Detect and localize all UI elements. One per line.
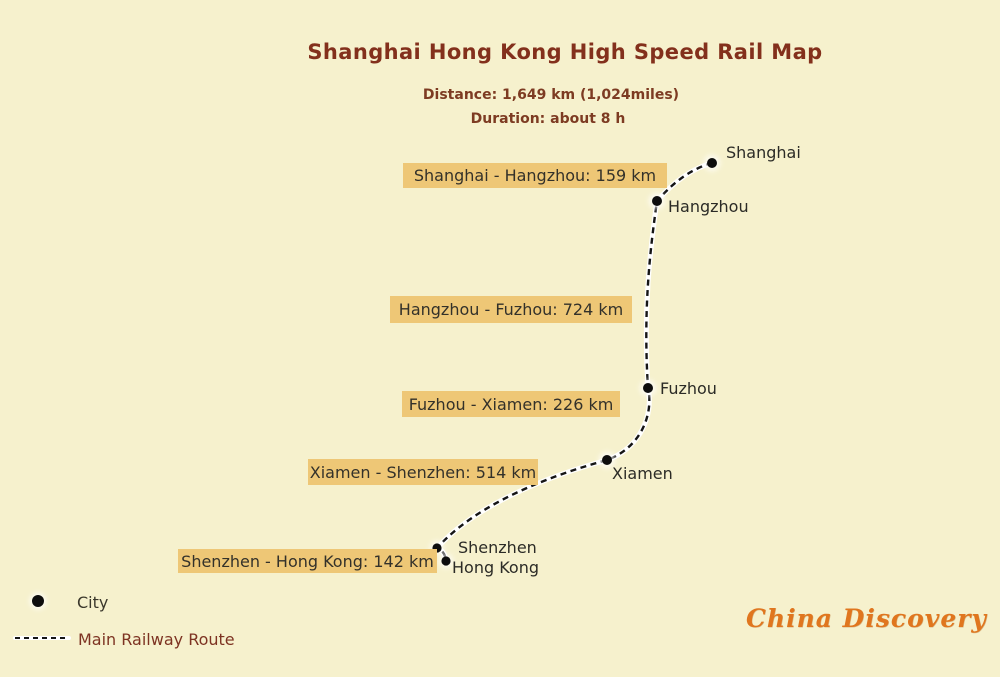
city-label-hongkong: Hong Kong — [452, 558, 539, 577]
segment-label-fuzhou-xiamen: Fuzhou - Xiamen: 226 km — [402, 391, 620, 417]
city-label-shenzhen: Shenzhen — [458, 538, 537, 557]
segment-label-shenzhen-hongkong: Shenzhen - Hong Kong: 142 km — [178, 549, 437, 573]
city-marker-fuzhou — [643, 383, 653, 393]
duration-summary: Duration: about 8 h — [470, 111, 626, 127]
city-marker-xiamen — [602, 455, 612, 465]
brand-logo: China Discovery — [746, 604, 987, 633]
railway-route-casing — [432, 160, 715, 564]
segment-label-hangzhou-fuzhou: Hangzhou - Fuzhou: 724 km — [390, 296, 632, 323]
legend-route-label: Main Railway Route — [78, 630, 235, 649]
city-label-shanghai: Shanghai — [726, 143, 801, 162]
city-marker-shanghai — [707, 158, 717, 168]
segment-label-shanghai-hangzhou: Shanghai - Hangzhou: 159 km — [403, 163, 667, 188]
bottom-border — [0, 677, 1000, 680]
railway-route-dashed-line — [434, 161, 713, 562]
city-label-hangzhou: Hangzhou — [668, 197, 749, 216]
city-label-fuzhou: Fuzhou — [660, 379, 717, 398]
city-marker-halos — [430, 155, 720, 568]
city-dot-icon — [32, 595, 44, 607]
city-marker-hongkong — [441, 556, 451, 566]
city-label-xiamen: Xiamen — [612, 464, 673, 483]
city-marker-hangzhou — [652, 196, 662, 206]
segment-label-xiamen-shenzhen: Xiamen - Shenzhen: 514 km — [308, 459, 538, 485]
legend-city-label: City — [77, 593, 109, 612]
dashed-route-icon — [13, 636, 71, 640]
distance-summary: Distance: 1,649 km (1,024miles) — [422, 87, 680, 103]
page-title: Shanghai Hong Kong High Speed Rail Map — [307, 40, 823, 64]
